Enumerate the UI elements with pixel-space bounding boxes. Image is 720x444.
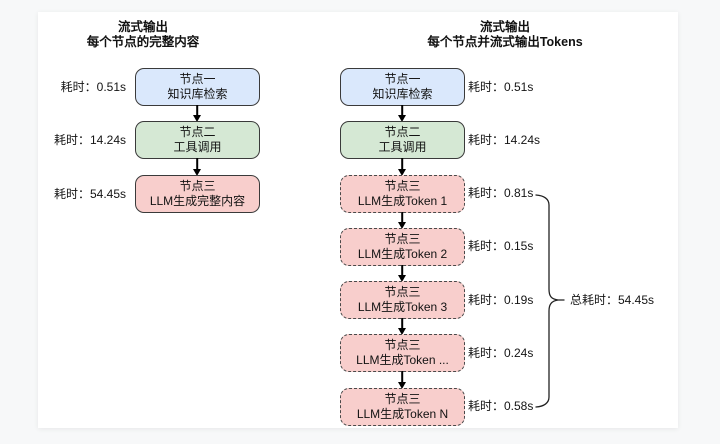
down-arrow-icon <box>395 265 409 282</box>
node-line2: LLM生成Token 3 <box>357 300 448 314</box>
node-line1: 节点三 <box>384 179 421 193</box>
diagram-canvas: 流式输出 每个节点的完整内容 耗时：0.51s 耗时：14.24s 耗时：54.… <box>38 12 678 428</box>
time-label: 耗时：0.24s <box>468 346 534 360</box>
down-arrow-icon <box>190 105 204 122</box>
time-label: 耗时：54.45s <box>53 187 126 201</box>
node-line2: LLM生成Token N <box>356 407 449 421</box>
node-line2: LLM生成Token ... <box>356 353 449 367</box>
left-title-line2: 每个节点的完整内容 <box>86 35 200 49</box>
node-line1: 节点三 <box>179 179 216 193</box>
flow-node-knowledge-retrieval: 节点一 知识库检索 <box>340 68 465 106</box>
node-line1: 节点三 <box>384 338 421 352</box>
node-line1: 节点三 <box>384 285 421 299</box>
time-label: 耗时：0.19s <box>468 293 534 307</box>
down-arrow-icon <box>395 105 409 122</box>
right-title-line1: 流式输出 <box>479 20 530 34</box>
right-diagram-title: 流式输出 每个节点并流式输出Tokens <box>405 20 605 50</box>
node-line1: 节点二 <box>179 125 216 139</box>
flow-node-llm-token-ellipsis: 节点三 LLM生成Token ... <box>340 334 465 372</box>
node-line1: 节点一 <box>179 72 216 86</box>
flow-node-llm-token-2: 节点三 LLM生成Token 2 <box>340 228 465 266</box>
down-arrow-icon <box>395 158 409 176</box>
flow-node-knowledge-retrieval: 节点一 知识库检索 <box>135 68 260 106</box>
node-line1: 节点一 <box>384 72 421 86</box>
time-label: 耗时：14.24s <box>53 133 126 147</box>
flow-node-tool-call: 节点二 工具调用 <box>135 121 260 159</box>
flow-node-llm-token-n: 节点三 LLM生成Token N <box>340 388 465 426</box>
node-line2: LLM生成完整内容 <box>149 194 246 208</box>
node-line2: 知识库检索 <box>167 87 228 101</box>
time-label: 耗时：0.81s <box>468 186 534 200</box>
left-diagram-title: 流式输出 每个节点的完整内容 <box>63 20 223 50</box>
node-line1: 节点三 <box>384 392 421 406</box>
right-title-line2: 每个节点并流式输出Tokens <box>427 35 583 49</box>
flow-node-tool-call: 节点二 工具调用 <box>340 121 465 159</box>
time-label: 耗时：0.51s <box>60 80 126 94</box>
node-line2: LLM生成Token 2 <box>357 247 448 261</box>
node-line2: 工具调用 <box>173 140 222 154</box>
time-label: 耗时：0.51s <box>468 80 534 94</box>
left-title-line1: 流式输出 <box>117 20 168 34</box>
time-label: 耗时：0.58s <box>468 399 534 413</box>
down-arrow-icon <box>190 158 204 176</box>
node-line2: 知识库检索 <box>372 87 433 101</box>
down-arrow-icon <box>395 371 409 389</box>
node-line1: 节点三 <box>384 232 421 246</box>
down-arrow-icon <box>395 212 409 229</box>
time-label: 耗时：14.24s <box>468 133 541 147</box>
node-line2: LLM生成Token 1 <box>357 194 448 208</box>
time-label: 耗时：0.15s <box>468 239 534 253</box>
flow-node-llm-token-1: 节点三 LLM生成Token 1 <box>340 175 465 213</box>
flow-node-llm-token-3: 节点三 LLM生成Token 3 <box>340 281 465 319</box>
node-line1: 节点二 <box>384 125 421 139</box>
node-line2: 工具调用 <box>378 140 427 154</box>
flow-node-llm-full-content: 节点三 LLM生成完整内容 <box>135 175 260 213</box>
total-time-label: 总耗时：54.45s <box>570 293 655 307</box>
total-time-brace <box>535 194 565 408</box>
down-arrow-icon <box>395 318 409 335</box>
